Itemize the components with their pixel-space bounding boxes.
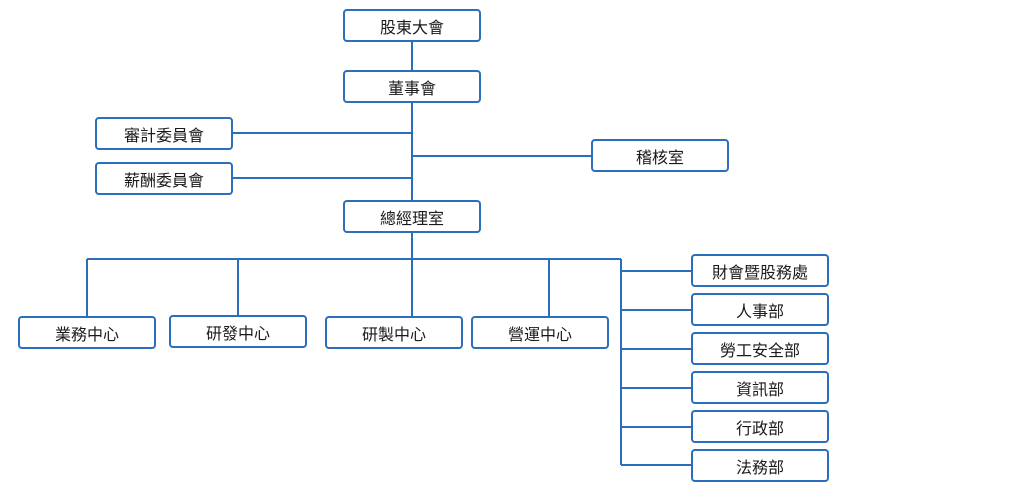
node-rd-center: 研發中心 bbox=[169, 315, 307, 348]
node-finance-dept: 財會暨股務處 bbox=[691, 254, 829, 287]
node-it-dept: 資訊部 bbox=[691, 371, 829, 404]
node-board: 董事會 bbox=[343, 70, 481, 103]
node-sales-center: 業務中心 bbox=[18, 316, 156, 349]
node-manufacturing-center: 研製中心 bbox=[325, 316, 463, 349]
node-remuneration-committee: 薪酬委員會 bbox=[95, 162, 233, 195]
node-president-office: 總經理室 bbox=[343, 200, 481, 233]
node-legal-dept: 法務部 bbox=[691, 449, 829, 482]
node-internal-audit: 稽核室 bbox=[591, 139, 729, 172]
node-safety-dept: 勞工安全部 bbox=[691, 332, 829, 365]
node-audit-committee: 審計委員會 bbox=[95, 117, 233, 150]
node-hr-dept: 人事部 bbox=[691, 293, 829, 326]
node-shareholders: 股東大會 bbox=[343, 9, 481, 42]
node-admin-dept: 行政部 bbox=[691, 410, 829, 443]
node-operations-center: 營運中心 bbox=[471, 316, 609, 349]
